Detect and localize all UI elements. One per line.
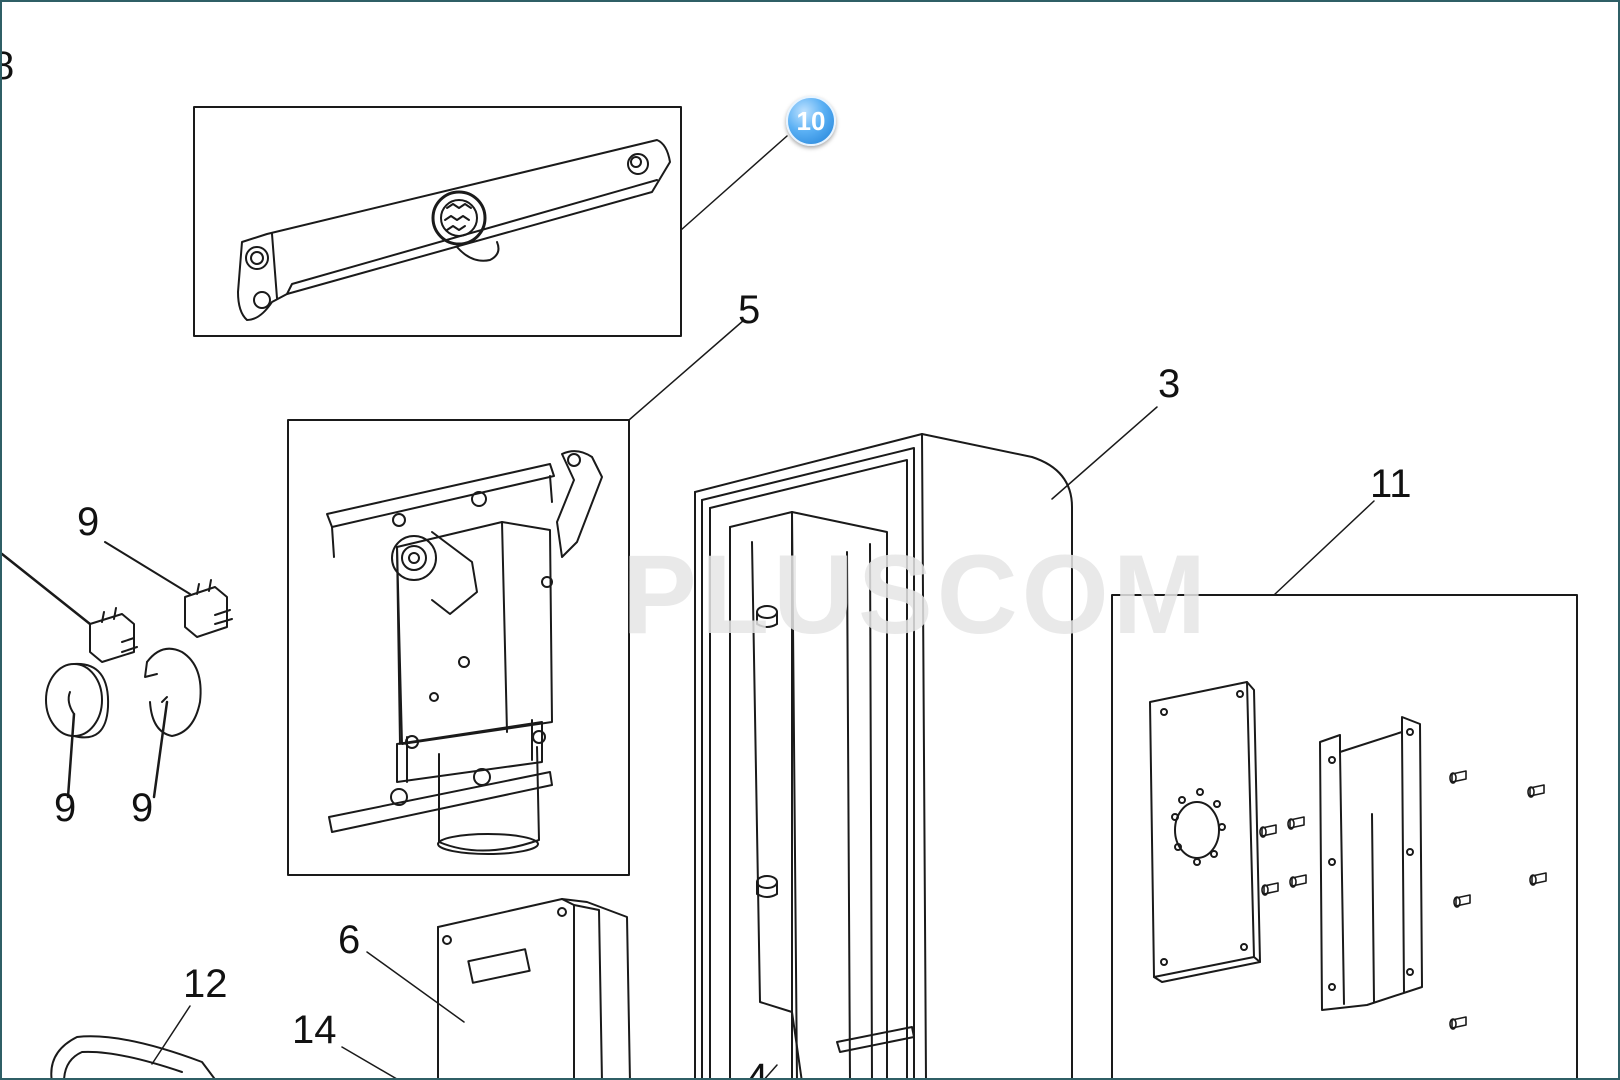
- part-12-handle: [50, 1005, 216, 1078]
- part-11-mounting-plate-box: [1111, 500, 1578, 1078]
- callout-5: 5: [738, 288, 761, 332]
- part-9-limit-switches: [2, 541, 233, 799]
- callout-3: 3: [1158, 362, 1181, 406]
- callout-14: 14: [292, 1008, 337, 1052]
- callout-4: 4: [746, 1056, 769, 1080]
- part-4-leader: [764, 1064, 778, 1078]
- callout-6: 6: [338, 918, 361, 962]
- part-10-badge[interactable]: 10: [786, 96, 836, 146]
- callout-8: 8: [2, 46, 14, 86]
- callout-9-upper: 9: [77, 500, 100, 544]
- part-6-control-box: [341, 898, 631, 1078]
- callout-11: 11: [1370, 462, 1412, 506]
- callout-9-right: 9: [131, 786, 154, 830]
- part-3-pillar-housing: [694, 406, 1158, 1078]
- callout-12: 12: [183, 962, 228, 1006]
- part-10-arm-box: [193, 106, 788, 337]
- part-5-gearmotor-box: [287, 319, 745, 876]
- callout-9-left: 9: [54, 786, 77, 830]
